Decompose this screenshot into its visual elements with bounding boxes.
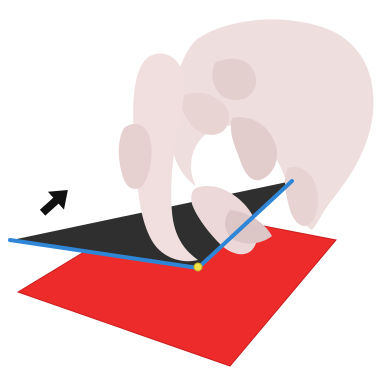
pivot-point-icon xyxy=(194,263,202,271)
